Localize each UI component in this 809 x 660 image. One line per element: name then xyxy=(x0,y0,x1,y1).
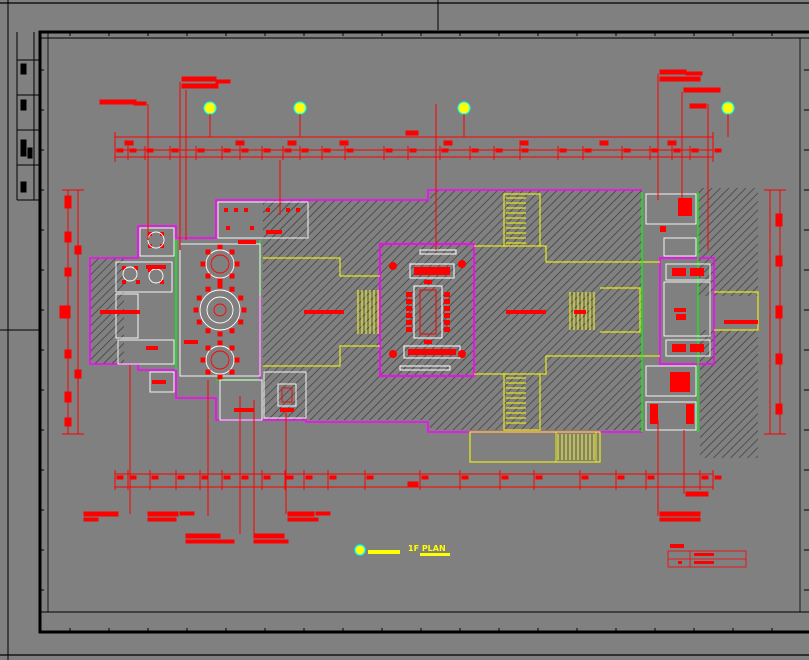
hatched-areas xyxy=(90,188,758,458)
legend-box xyxy=(667,544,747,568)
leader-callouts xyxy=(83,69,721,544)
conference-room xyxy=(389,249,466,371)
frame-ticks xyxy=(40,32,809,632)
drawing-title-text: 1F PLAN xyxy=(408,544,446,553)
top-dimension-chain xyxy=(114,130,722,162)
dining-tables xyxy=(122,208,300,407)
left-dimension-chain xyxy=(59,189,84,435)
grid-bubble-3 xyxy=(457,101,471,137)
right-wing-rooms xyxy=(645,193,711,431)
grid-bubbles xyxy=(203,101,735,137)
wall-outlines xyxy=(89,189,715,433)
grid-bubble-4 xyxy=(721,101,735,137)
drawing-title: 1F PLAN xyxy=(354,544,450,556)
revision-strip xyxy=(16,32,40,201)
bottom-dimension-chain xyxy=(114,470,722,490)
grid-bubble-2 xyxy=(293,101,307,137)
right-dimension-chain xyxy=(764,189,786,435)
room-tags xyxy=(100,230,758,412)
drawing-title-symbol xyxy=(354,544,366,556)
grid-bubble-1 xyxy=(203,101,217,137)
